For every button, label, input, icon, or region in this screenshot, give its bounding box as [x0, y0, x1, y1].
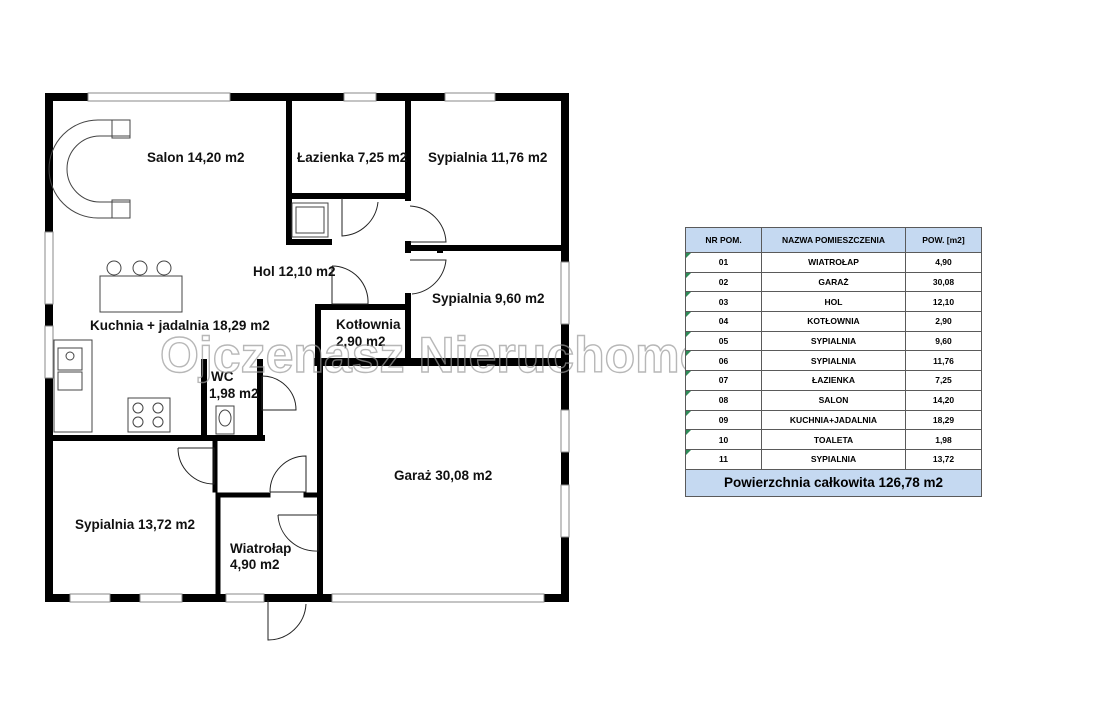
- room-labels: Salon 14,20 m2 Łazienka 7,25 m2 Sypialni…: [75, 150, 547, 572]
- room-label-wiatrolap-area: 4,90 m2: [230, 557, 280, 572]
- cell-area: 11,76: [905, 350, 982, 372]
- room-label-sypialnia-13: Sypialnia 13,72 m2: [75, 517, 195, 532]
- cell-area: 9,60: [905, 330, 982, 352]
- room-label-hol: Hol 12,10 m2: [253, 264, 336, 279]
- interior-walls: [49, 97, 566, 601]
- cell-area: 7,25: [905, 370, 982, 391]
- cell-nr: 04: [685, 311, 762, 332]
- room-area-table: NR POM. NAZWA POMIESZCZENIA POW. [m2] 01…: [685, 227, 982, 497]
- cell-nr: 07: [685, 370, 762, 391]
- room-label-salon: Salon 14,20 m2: [147, 150, 245, 165]
- cell-name: ŁAZIENKA: [761, 370, 906, 391]
- table-row: 02 GARAŻ 30,08: [685, 271, 982, 293]
- cell-name: GARAŻ: [761, 271, 906, 293]
- room-label-wc: WC: [211, 369, 234, 384]
- cell-name: KOTŁOWNIA: [761, 311, 906, 332]
- windows: [44, 92, 570, 603]
- exterior-walls: [45, 93, 569, 602]
- cell-name: HOL: [761, 291, 906, 313]
- cell-area: 13,72: [905, 448, 982, 470]
- table-total-row: Powierzchnia całkowita 126,78 m2: [685, 468, 982, 497]
- table-row: 05 SYPIALNIA 9,60: [685, 330, 982, 352]
- table-row: 08 SALON 14,20: [685, 389, 982, 411]
- cell-name: TOALETA: [761, 429, 906, 450]
- cell-area: 1,98: [905, 429, 982, 450]
- table-row: 11 SYPIALNIA 13,72: [685, 448, 982, 470]
- cell-nr: 03: [685, 291, 762, 313]
- table-row: 04 KOTŁOWNIA 2,90: [685, 311, 982, 332]
- cell-area: 4,90: [905, 252, 982, 273]
- cell-nr: 06: [685, 350, 762, 372]
- table-header-row: NR POM. NAZWA POMIESZCZENIA POW. [m2]: [685, 227, 982, 253]
- room-label-wiatrolap: Wiatrołap: [230, 541, 291, 556]
- table-row: 07 ŁAZIENKA 7,25: [685, 370, 982, 391]
- cell-area: 2,90: [905, 311, 982, 332]
- cell-name: KUCHNIA+JADALNIA: [761, 409, 906, 431]
- room-label-kuchnia: Kuchnia + jadalnia 18,29 m2: [90, 318, 270, 333]
- cell-nr: 10: [685, 429, 762, 450]
- bathroom-fixtures: [215, 202, 329, 435]
- cell-area: 12,10: [905, 291, 982, 313]
- cell-nr: 05: [685, 330, 762, 352]
- room-label-wc-area: 1,98 m2: [209, 386, 259, 401]
- cell-nr: 09: [685, 409, 762, 431]
- cell-name: SYPIALNIA: [761, 350, 906, 372]
- table-row: 01 WIATROŁAP 4,90: [685, 252, 982, 273]
- cell-nr: 02: [685, 271, 762, 293]
- room-label-kotlownia-area: 2,90 m2: [336, 334, 386, 349]
- header-area: POW. [m2]: [905, 227, 982, 253]
- header-nr: NR POM.: [685, 227, 762, 253]
- cell-name: SYPIALNIA: [761, 448, 906, 470]
- cell-area: 30,08: [905, 271, 982, 293]
- table-row: 10 TOALETA 1,98: [685, 429, 982, 450]
- cell-area: 18,29: [905, 409, 982, 431]
- header-name: NAZWA POMIESZCZENIA: [761, 227, 906, 253]
- room-label-sypialnia-11: Sypialnia 11,76 m2: [428, 150, 547, 165]
- table-row: 06 SYPIALNIA 11,76: [685, 350, 982, 372]
- cell-name: SALON: [761, 389, 906, 411]
- room-label-sypialnia-9: Sypialnia 9,60 m2: [432, 291, 545, 306]
- cell-nr: 01: [685, 252, 762, 273]
- total-area: Powierzchnia całkowita 126,78 m2: [685, 468, 982, 497]
- door-swings: [177, 198, 447, 641]
- room-label-garaz: Garaż 30,08 m2: [394, 468, 492, 483]
- cell-nr: 08: [685, 389, 762, 411]
- room-label-kotlownia: Kotłownia: [336, 317, 401, 332]
- room-label-lazienka: Łazienka 7,25 m2: [297, 150, 407, 165]
- table-row: 03 HOL 12,10: [685, 291, 982, 313]
- watermark: Ojczenasz Nieruchomości: [160, 327, 780, 383]
- sofa: [48, 119, 131, 219]
- table-row: 09 KUCHNIA+JADALNIA 18,29: [685, 409, 982, 431]
- cell-name: WIATROŁAP: [761, 252, 906, 273]
- cell-area: 14,20: [905, 389, 982, 411]
- cell-name: SYPIALNIA: [761, 330, 906, 352]
- cell-nr: 11: [685, 448, 762, 470]
- kitchen-fixtures: [53, 260, 183, 433]
